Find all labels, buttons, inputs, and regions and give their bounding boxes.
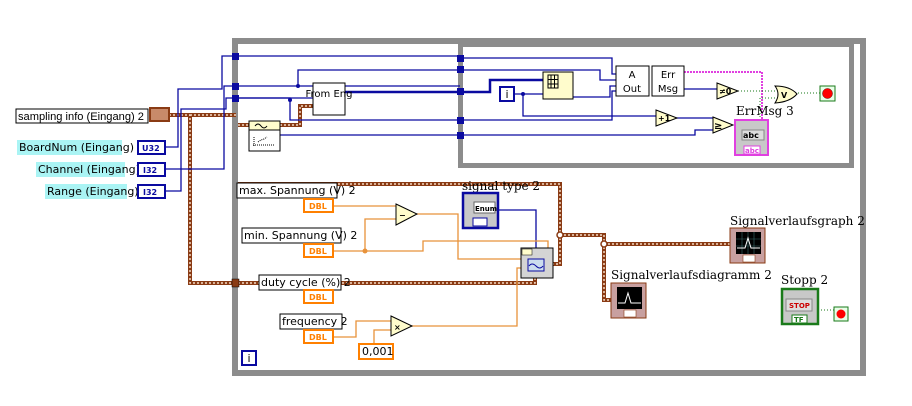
or-node[interactable]: V [774,85,798,104]
string-wire [684,71,763,120]
duty-cycle-label: duty cycle (%) 2 [261,276,351,289]
outer-while-loop[interactable] [232,38,866,376]
duty-cycle-control[interactable]: duty cycle (%) 2 DBL [258,274,351,304]
multiplier-constant[interactable]: 0,001 [358,343,394,360]
iteration-terminal-outer: i [241,350,257,366]
inner-while-loop[interactable] [458,42,854,168]
waveform-graph-indicator: Signalverlaufsgraph 2 [729,214,865,264]
range-label: Range (Eingang) [47,185,139,198]
errmsg-indicator: ErrMsg 3 abc abc [734,104,794,156]
subtract-node[interactable]: − [395,203,419,226]
signal-type-control[interactable]: signal type 2 Enum [461,179,540,230]
dbl-type: DBL [309,202,327,211]
u32-type: U32 [142,144,160,153]
chart-label: Signalverlaufsdiagramm 2 [611,268,772,282]
waveform-generator-node[interactable] [520,247,554,279]
from-eng-node[interactable]: From Eng [306,82,353,116]
channel-label: Channel (Eingang) [38,163,140,176]
range-control[interactable]: Range (Eingang) I32 [45,184,166,199]
inner-stop-condition[interactable] [819,85,836,102]
signal-type-label: signal type 2 [462,179,540,193]
waveform-info-node[interactable] [248,120,281,152]
dbl-wires [333,205,549,344]
iteration-label: i [247,352,250,365]
dbl-type: DBL [309,293,327,302]
increment-node[interactable]: +1 [655,109,679,127]
subtract-text: − [399,211,406,220]
iteration-label: i [505,88,508,101]
boolean-wires [732,90,834,311]
enum-type: Enum [475,205,497,213]
graph-label: Signalverlaufsgraph 2 [730,214,865,228]
from-eng-text: From Eng [306,89,353,100]
max-voltage-label: max. Spannung (V) 2 [239,184,356,197]
frequency-label: frequency 2 [282,315,348,328]
or-text: V [781,91,788,100]
not-equal-zero-node[interactable]: ≠0 [716,82,740,100]
errmsg-value: abc [743,131,759,140]
stop-label: Stopp 2 [781,273,828,287]
dbl-type: DBL [309,333,327,342]
index-array-node[interactable] [542,71,574,100]
ge-text: ≥ [714,121,722,132]
i32-type: I32 [143,166,157,175]
max-voltage-control[interactable]: max. Spannung (V) 2 DBL [236,182,356,213]
sampling-info-control[interactable]: sampling info (Eingang) 2 [15,107,170,124]
sampling-info-label: sampling info (Eingang) 2 [18,111,144,123]
boardnum-control[interactable]: BoardNum (Eingang) U32 [17,140,166,155]
tf-type: TF [794,316,804,324]
i32-type: I32 [143,188,157,197]
min-voltage-control[interactable]: min. Spannung (V) 2 DBL [241,227,357,258]
boardnum-label: BoardNum (Eingang) [19,141,134,154]
iteration-terminal-inner: i [499,86,515,102]
min-voltage-label: min. Spannung (V) 2 [244,229,357,242]
multiply-node[interactable]: × [390,315,414,337]
errmsg-label: ErrMsg 3 [736,104,794,118]
not-zero-text: ≠0 [719,87,732,96]
multiply-text: × [394,323,401,332]
channel-control[interactable]: Channel (Eingang) I32 [36,162,166,177]
errmsg-type: abc [745,147,759,155]
stop-button-text: STOP [789,302,810,310]
outer-stop-condition[interactable] [833,306,849,322]
tunnels [231,53,464,288]
waveform-chart-indicator: Signalverlaufsdiagramm 2 [610,268,772,319]
multiplier-value: 0,001 [362,345,394,358]
increment-text: +1 [658,114,671,123]
dbl-type: DBL [309,247,327,256]
frequency-control[interactable]: frequency 2 DBL [279,313,348,344]
greater-equal-node[interactable]: ≥ [712,116,735,134]
stop-button-control[interactable]: Stopp 2 STOP TF [780,273,828,326]
